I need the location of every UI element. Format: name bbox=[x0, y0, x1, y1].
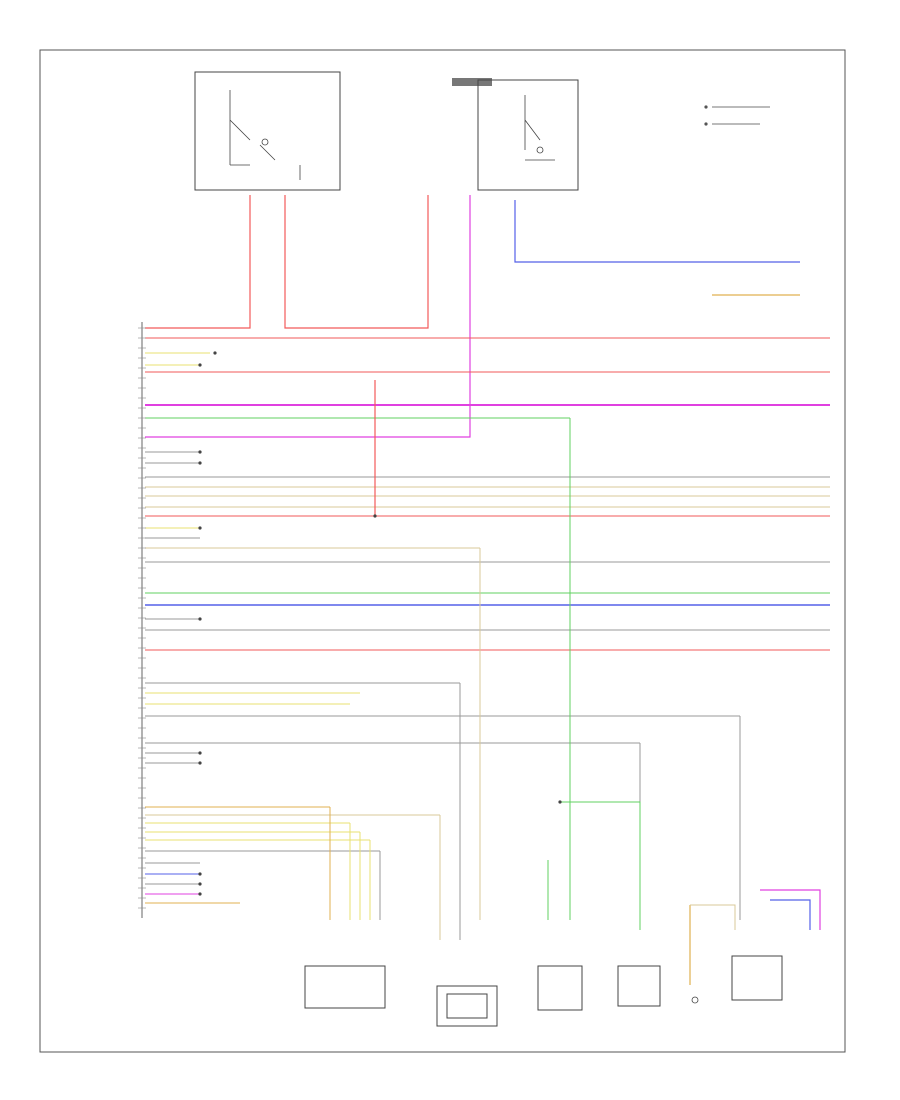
splice-73 bbox=[198, 872, 202, 876]
legend bbox=[704, 105, 770, 126]
splice-72 bbox=[198, 761, 202, 765]
splice-74 bbox=[198, 882, 202, 886]
comp-b bbox=[436, 985, 498, 1027]
comp-d bbox=[617, 965, 661, 1007]
splice-70 bbox=[198, 617, 202, 621]
wire-58 bbox=[560, 801, 641, 930]
splice-75 bbox=[198, 892, 202, 896]
wire-62 bbox=[760, 889, 821, 930]
splice-64 bbox=[213, 351, 217, 355]
splice-71 bbox=[198, 751, 202, 755]
splice-67 bbox=[198, 450, 202, 454]
wire-63 bbox=[770, 899, 811, 930]
splice-68 bbox=[198, 461, 202, 465]
wire-3 bbox=[145, 195, 471, 438]
splice-66 bbox=[373, 514, 377, 518]
bottom-components bbox=[304, 955, 783, 1027]
relay-1 bbox=[194, 71, 341, 191]
splice-65 bbox=[198, 363, 202, 367]
comp-c bbox=[537, 965, 583, 1011]
wire-61 bbox=[690, 904, 736, 930]
splice-76 bbox=[558, 800, 562, 804]
wire-1 bbox=[145, 195, 251, 329]
wire-4 bbox=[514, 200, 800, 263]
comp-e bbox=[691, 996, 699, 1004]
wire-2 bbox=[284, 195, 429, 329]
fuse-block bbox=[452, 78, 492, 86]
relay-2 bbox=[477, 79, 579, 191]
comp-a bbox=[304, 965, 386, 1009]
comp-f bbox=[731, 955, 783, 1001]
splice-69 bbox=[198, 526, 202, 530]
diagram-border bbox=[39, 49, 846, 1053]
wire-harness bbox=[138, 195, 830, 985]
